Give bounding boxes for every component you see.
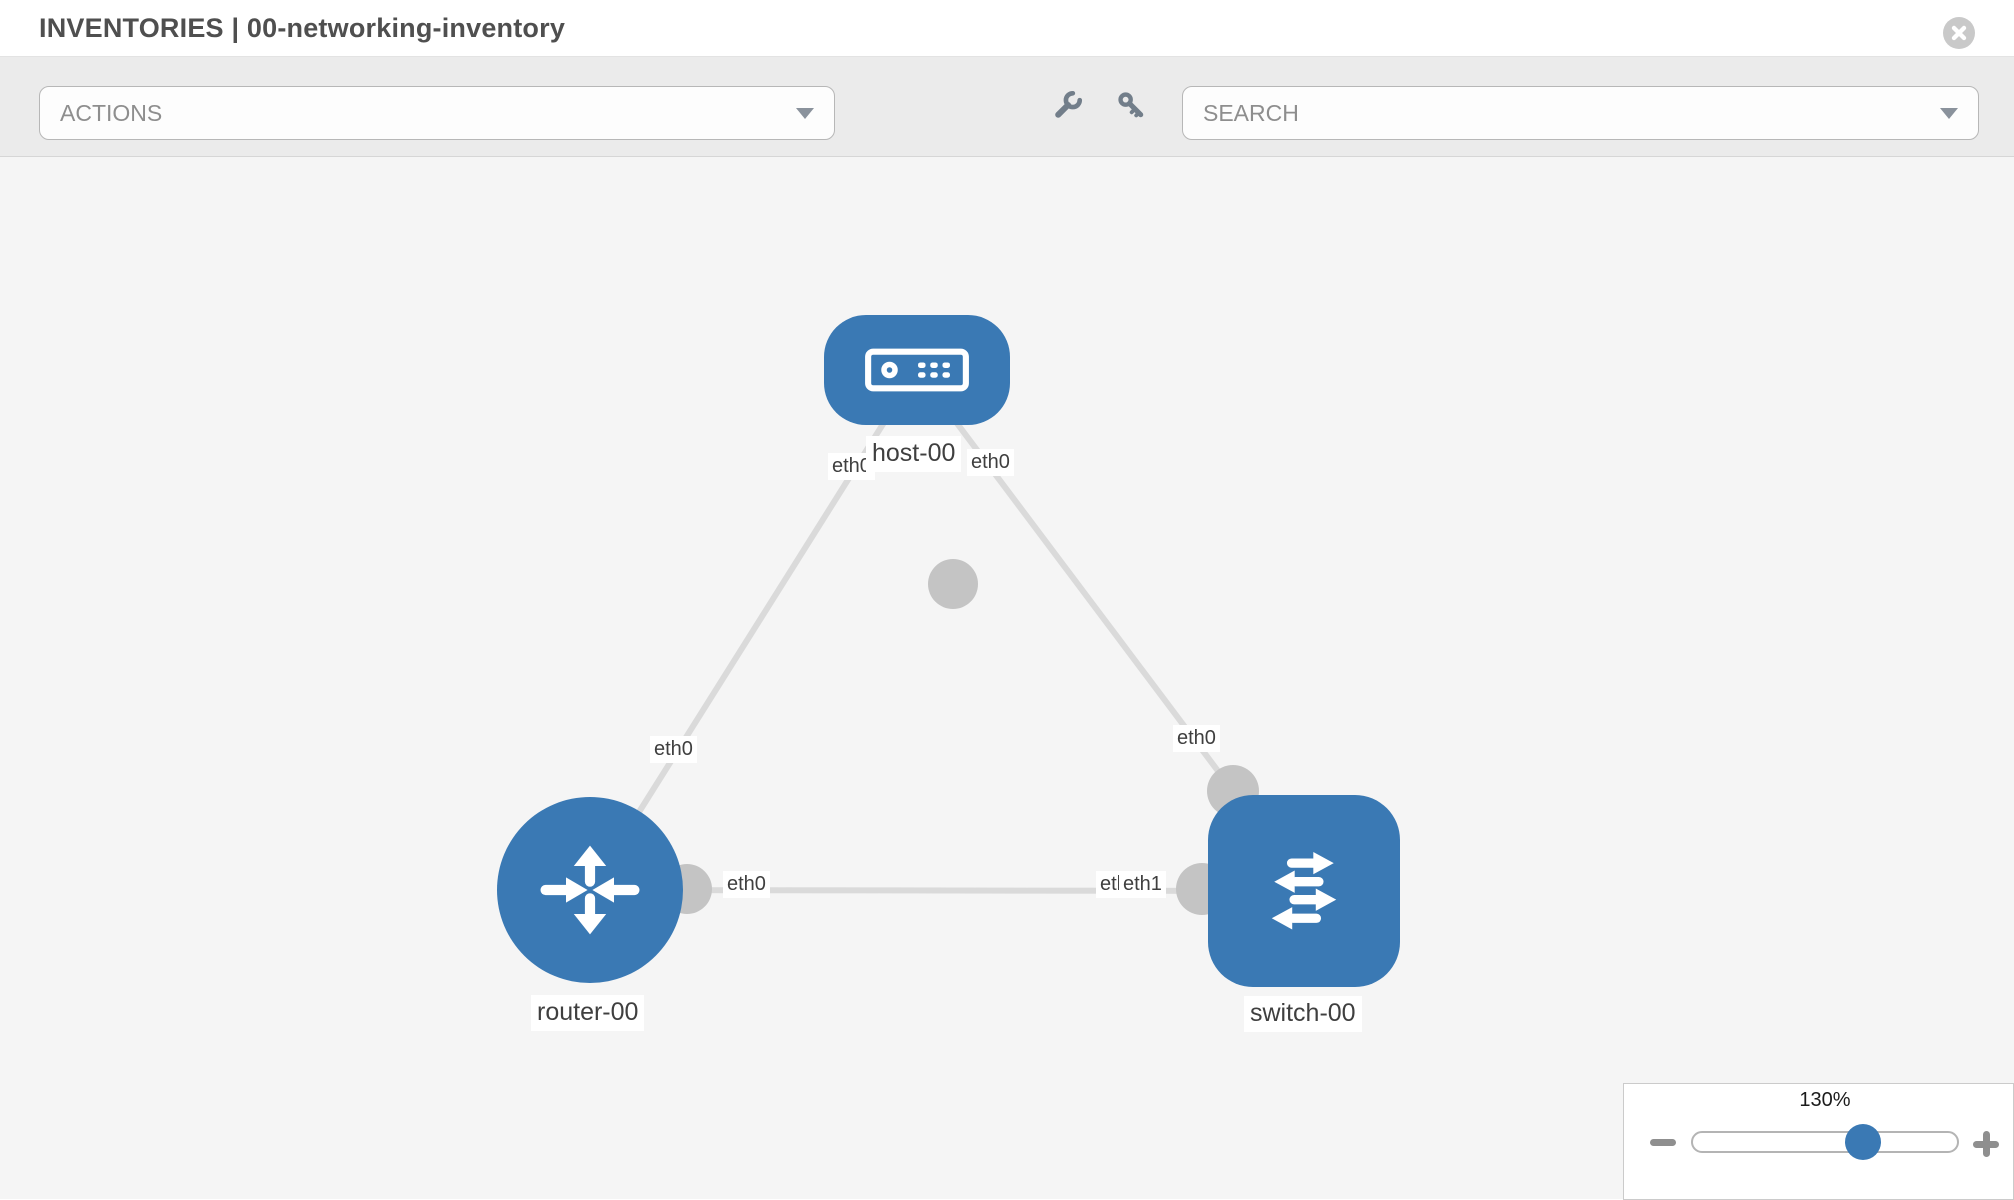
interface-label: eth0 <box>967 449 1014 476</box>
zoom-out-minus-icon[interactable] <box>1650 1139 1676 1146</box>
key-icon[interactable] <box>1114 88 1150 124</box>
zoom-level-label: 130% <box>1799 1089 1851 1111</box>
close-button[interactable] <box>1943 17 1975 49</box>
search-dropdown[interactable]: SEARCH <box>1182 86 1979 140</box>
switch-icon <box>1271 851 1337 930</box>
actions-dropdown-label: ACTIONS <box>60 99 163 126</box>
router-icon <box>540 845 640 935</box>
node-label: host-00 <box>866 436 962 472</box>
zoom-panel: 130% <box>1623 1083 2014 1200</box>
interface-dot <box>928 559 978 609</box>
chevron-down-icon <box>1940 107 1958 119</box>
page-title: INVENTORIES | 00-networking-inventory <box>39 12 566 43</box>
zoom-slider-thumb[interactable] <box>1845 1124 1881 1160</box>
host-icon <box>865 348 969 392</box>
page-header: INVENTORIES | 00-networking-inventory <box>0 0 2014 57</box>
actions-dropdown[interactable]: ACTIONS <box>39 86 835 140</box>
node-router-00[interactable] <box>497 797 683 983</box>
node-host-00[interactable] <box>824 315 1010 425</box>
links-layer <box>587 368 1305 915</box>
zoom-in-plus-icon[interactable] <box>1973 1131 1999 1157</box>
interface-label: eth0 <box>650 736 697 763</box>
zoom-slider-track[interactable] <box>1691 1131 1959 1153</box>
toolbar: ACTIONS SEARCH <box>0 57 2014 157</box>
node-label: router-00 <box>531 995 645 1031</box>
chevron-down-icon <box>796 107 814 119</box>
node-switch-00[interactable] <box>1208 795 1400 987</box>
close-icon <box>1951 25 1967 41</box>
search-dropdown-label: SEARCH <box>1203 99 1299 126</box>
topology-canvas[interactable]: eth0host-00eth0eth0eth0eth0eth0eth1route… <box>0 157 2014 1199</box>
interface-label: eth0 <box>723 871 770 898</box>
wrench-icon[interactable] <box>1049 88 1085 124</box>
interface-label: eth0 <box>1173 725 1220 752</box>
node-label: switch-00 <box>1244 996 1362 1032</box>
interface-label: eth1 <box>1119 871 1166 898</box>
